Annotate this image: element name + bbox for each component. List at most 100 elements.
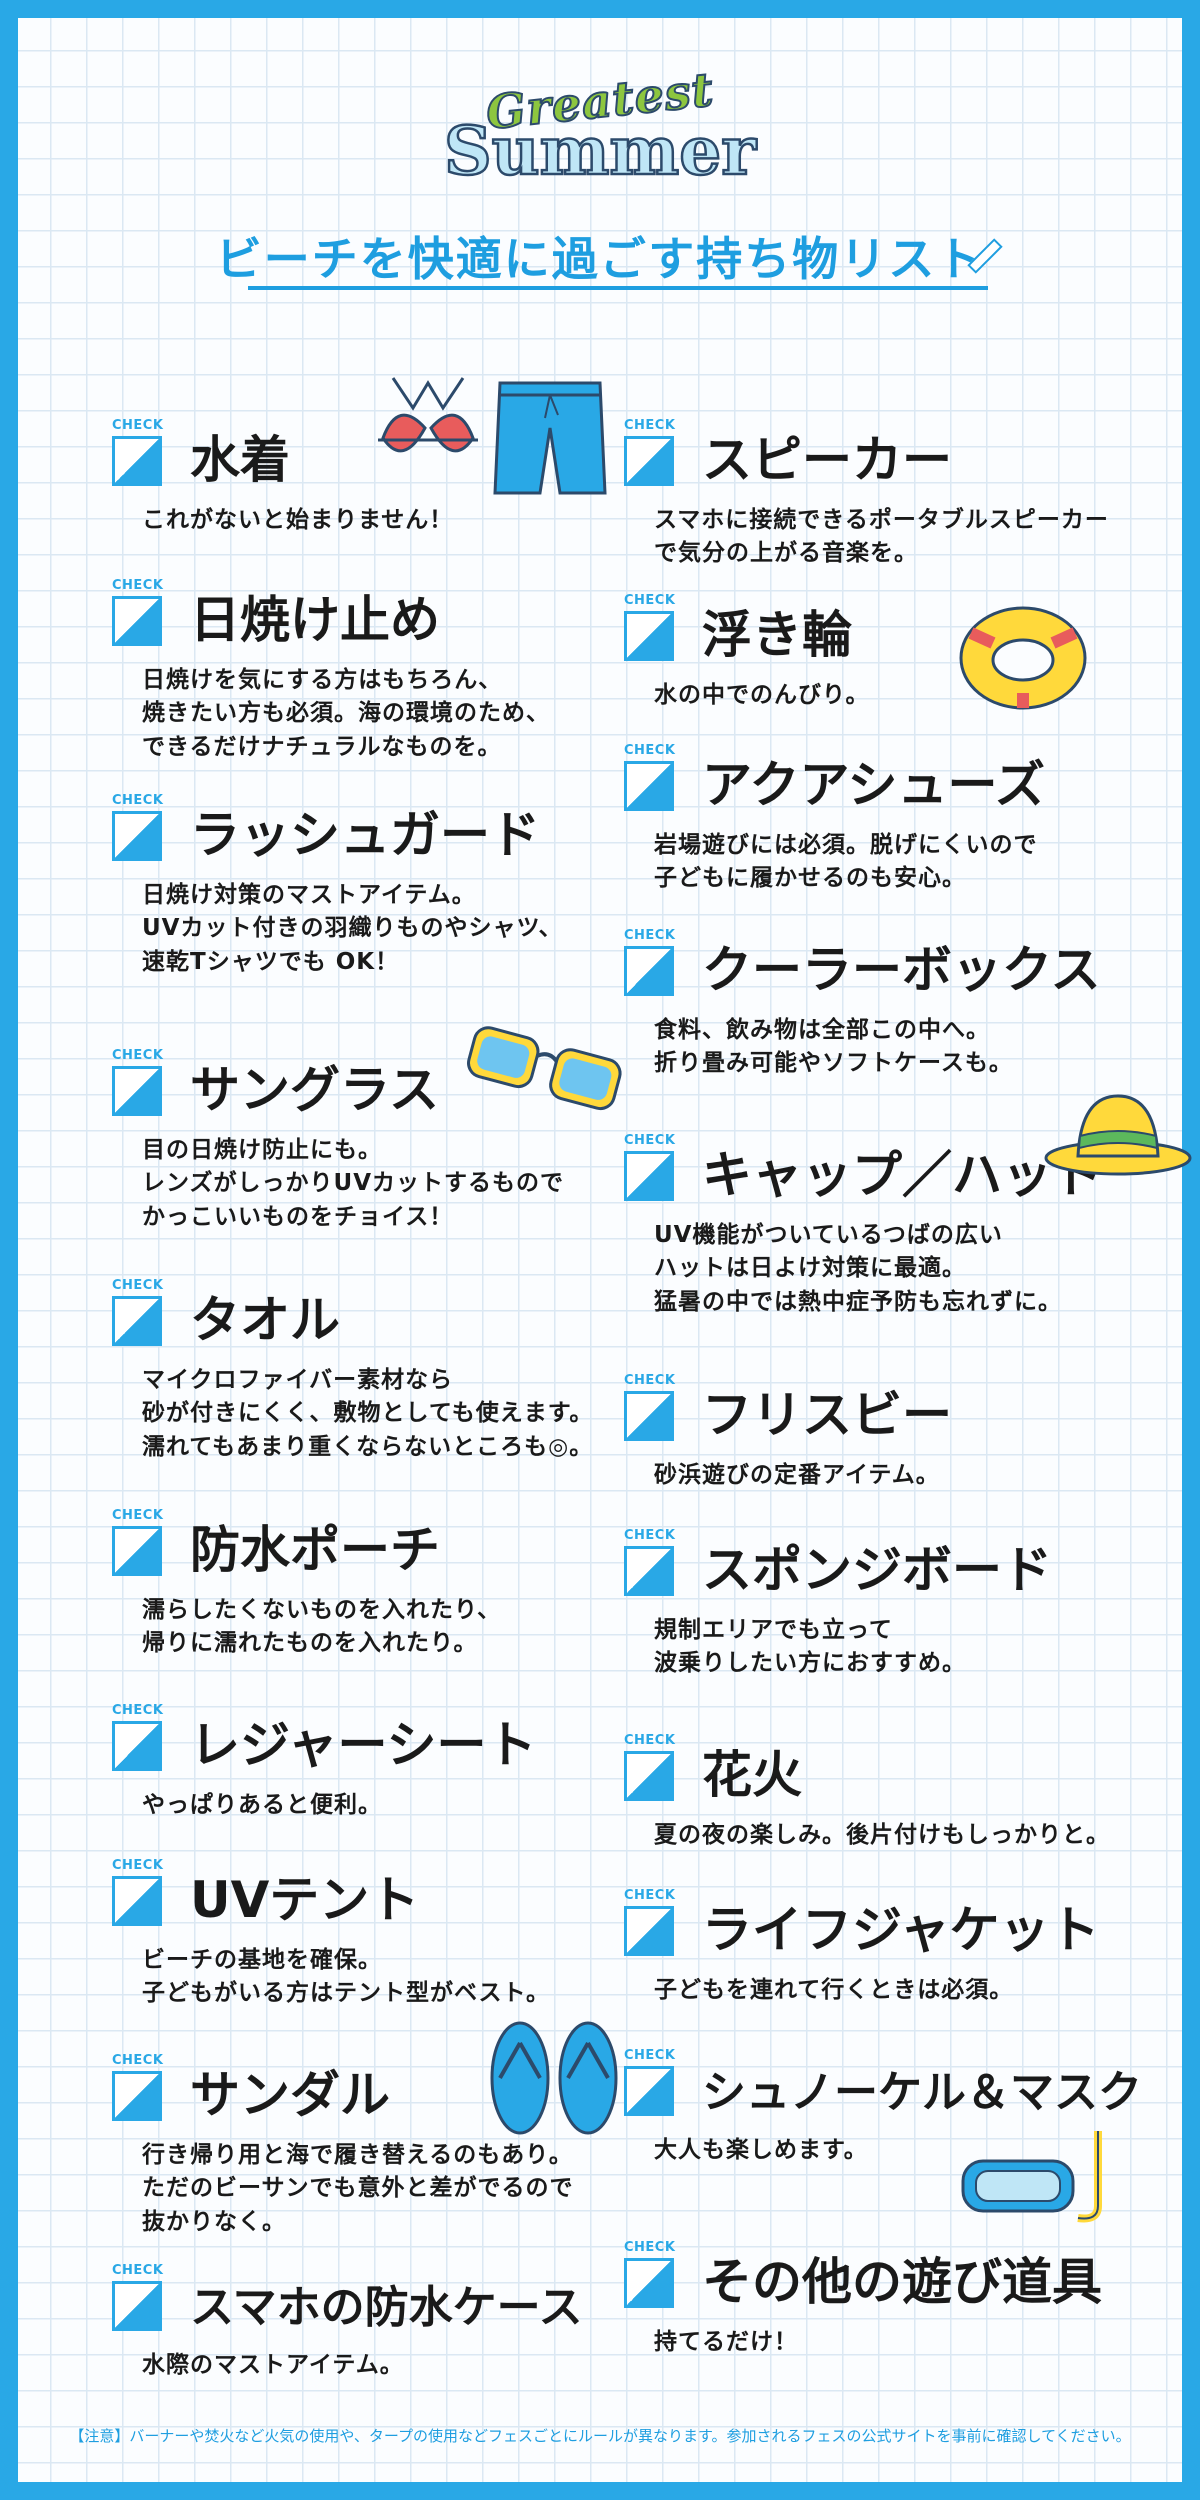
- greatest-summer-logo: Greatest Summer: [18, 61, 1182, 190]
- snorkel-mask-icon: [961, 2131, 1102, 2223]
- sunglasses-icon: [467, 1026, 622, 1111]
- checklist-item-leisure-sheet: CHECK レジャーシート やっぱりあると便利。: [112, 1703, 672, 1833]
- item-description: 日焼けを気にする方はもちろん、 焼きたい方も必須。海の環境のため、 できるだけナ…: [142, 667, 550, 760]
- check-label: CHECK: [624, 593, 676, 608]
- checkbox[interactable]: [112, 1526, 162, 1576]
- item-title: クーラーボックス: [702, 941, 1101, 999]
- check-label: CHECK: [624, 1528, 676, 1543]
- checkbox[interactable]: [112, 436, 162, 486]
- item-title: レジャーシート: [190, 1716, 537, 1774]
- item-description: 規制エリアでも立って 波乗りしたい方におすすめ。: [654, 1617, 966, 1677]
- item-description: 行き帰り用と海で履き替えるのもあり。 ただのビーサンでも意外と差がでるので 抜か…: [142, 2142, 574, 2235]
- checkbox[interactable]: [112, 1876, 162, 1926]
- check-label: CHECK: [112, 1278, 164, 1293]
- item-title: サンダル: [190, 2066, 390, 2124]
- checklist-item-waterproof-pouch: CHECK 防水ポーチ 濡らしたくないものを入れたり、 帰りに濡れたものを入れた…: [112, 1508, 672, 1668]
- item-description: これがないと始まりません！: [142, 507, 454, 533]
- check-label: CHECK: [624, 1373, 676, 1388]
- footer-notice: 【注意】バーナーや焚火など火気の使用や、タープの使用などフェスごとにルールが異な…: [69, 2427, 1131, 2445]
- item-description: 水の中でのんびり。: [654, 682, 870, 708]
- item-description: 日焼け対策のマストアイテム。 UVカット付きの羽織りものやシャツ、 速乾Tシャツ…: [142, 882, 563, 975]
- swim-shorts-icon: [493, 381, 607, 495]
- item-description: 大人も楽しめます。: [654, 2137, 868, 2163]
- checkbox[interactable]: [112, 1296, 162, 1346]
- checklist-item-snorkel-mask: CHECK シュノーケル＆マスク 大人も楽しめます。: [624, 2048, 1184, 2178]
- item-title: 防水ポーチ: [190, 1521, 440, 1579]
- check-label: CHECK: [624, 1888, 676, 1903]
- checklist-item-phone-waterproof-case: CHECK スマホの防水ケース 水際のマストアイテム。: [112, 2263, 672, 2393]
- checklist-item-swim-ring: CHECK 浮き輪 水の中でのんびり。: [624, 593, 1184, 723]
- item-title: 浮き輪: [702, 606, 852, 664]
- checklist-item-life-jacket: CHECK ライフジャケット 子どもを連れて行くときは必須。: [624, 1888, 1184, 2018]
- check-label: CHECK: [112, 1048, 164, 1063]
- item-title: 水着: [190, 431, 290, 489]
- checklist-item-aqua-shoes: CHECK アクアシューズ 岩場遊びには必須。脱げにくいので 子どもに履かせるの…: [624, 743, 1184, 913]
- item-description: 目の日焼け防止にも。 レンズがしっかりUVカットするもので かっこいいものをチョ…: [142, 1137, 565, 1230]
- item-title: タオル: [190, 1291, 340, 1349]
- checklist-item-speaker: CHECK スピーカー スマホに接続できるポータブルスピーカー で気分の上がる音…: [624, 418, 1184, 568]
- item-description: マイクロファイバー素材なら 砂が付きにくく、敷物としても使えます。 濡れてもあま…: [142, 1367, 594, 1460]
- checkbox[interactable]: [112, 811, 162, 861]
- checklist-item-sandals: CHECK サンダル 行き帰り用と海で履き替えるのもあり。 ただのビーサンでも意…: [112, 2053, 692, 2253]
- check-label: CHECK: [624, 928, 676, 943]
- item-description: ビーチの基地を確保。 子どもがいる方はテント型がベスト。: [142, 1947, 550, 2007]
- checkbox[interactable]: [624, 1751, 674, 1801]
- item-description: 砂浜遊びの定番アイテム。: [654, 1462, 940, 1488]
- item-description: 夏の夜の楽しみ。後片付けもしっかりと。: [654, 1822, 1110, 1848]
- item-title: シュノーケル＆マスク: [702, 2067, 1142, 2118]
- item-description: 持てるだけ！: [654, 2329, 798, 2355]
- checkbox[interactable]: [112, 2281, 162, 2331]
- item-title: UVテント: [190, 1871, 420, 1929]
- checkbox[interactable]: [112, 2071, 162, 2121]
- item-title: キャップ／ハット: [702, 1146, 1102, 1204]
- poster-frame: Greatest Summer ビーチを快適に過ごす持ち物リスト CHECK 水…: [18, 18, 1192, 2482]
- checklist-item-cooler-box: CHECK クーラーボックス 食料、飲み物は全部この中へ。 折り畳み可能やソフト…: [624, 928, 1184, 1098]
- checklist-item-frisbee: CHECK フリスビー 砂浜遊びの定番アイテム。: [624, 1373, 1184, 1503]
- item-title: スピーカー: [702, 431, 952, 489]
- checkbox[interactable]: [624, 436, 674, 486]
- flip-flops-icon: [490, 2021, 618, 2135]
- check-label: CHECK: [112, 418, 164, 433]
- checklist-item-fireworks: CHECK 花火 夏の夜の楽しみ。後片付けもしっかりと。: [624, 1733, 1184, 1863]
- item-description: 子どもを連れて行くときは必須。: [654, 1977, 1014, 2003]
- subtitle-underline: [248, 286, 988, 290]
- checkbox[interactable]: [624, 761, 674, 811]
- item-title: その他の遊び道具: [702, 2253, 1102, 2311]
- checkbox[interactable]: [624, 611, 674, 661]
- checkbox[interactable]: [624, 2066, 674, 2116]
- checkbox[interactable]: [624, 1546, 674, 1596]
- item-title: サングラス: [190, 1061, 439, 1119]
- checklist-item-rash-guard: CHECK ラッシュガード 日焼け対策のマストアイテム。 UVカット付きの羽織り…: [112, 793, 672, 983]
- checklist-item-sunglasses: CHECK サングラス 目の日焼け防止にも。 レンズがしっかりUVカットするもの…: [112, 1048, 672, 1248]
- item-title: アクアシューズ: [702, 756, 1045, 814]
- checkbox[interactable]: [624, 1391, 674, 1441]
- item-title: スポンジボード: [702, 1541, 1052, 1599]
- check-label: CHECK: [624, 418, 676, 433]
- checkbox[interactable]: [624, 1906, 674, 1956]
- checkbox[interactable]: [112, 1721, 162, 1771]
- check-label: CHECK: [112, 2263, 164, 2278]
- checkbox[interactable]: [112, 1066, 162, 1116]
- checklist-item-swimsuit: CHECK 水着 これがないと始まりません！: [112, 418, 632, 568]
- checkbox[interactable]: [624, 1151, 674, 1201]
- check-label: CHECK: [624, 2240, 676, 2255]
- check-label: CHECK: [112, 2053, 164, 2068]
- item-title: フリスビー: [702, 1386, 952, 1444]
- check-label: CHECK: [112, 1858, 164, 1873]
- checkbox[interactable]: [624, 946, 674, 996]
- item-title: スマホの防水ケース: [190, 2282, 583, 2333]
- check-label: CHECK: [112, 1508, 164, 1523]
- item-description: スマホに接続できるポータブルスピーカー で気分の上がる音楽を。: [654, 507, 1109, 567]
- item-description: 岩場遊びには必須。脱げにくいので 子どもに履かせるのも安心。: [654, 832, 1038, 892]
- checklist-item-other-toys: CHECK その他の遊び道具 持てるだけ！: [624, 2240, 1184, 2380]
- straw-hat-icon: [1044, 1094, 1192, 1176]
- check-label: CHECK: [112, 578, 164, 593]
- check-label: CHECK: [112, 1703, 164, 1718]
- item-title: ライフジャケット: [702, 1901, 1100, 1959]
- checkbox[interactable]: [112, 596, 162, 646]
- checklist-item-cap-hat: CHECK キャップ／ハット UV機能がついているつばの広い ハットは日よけ対策…: [624, 1133, 1184, 1333]
- checkbox[interactable]: [624, 2258, 674, 2308]
- check-label: CHECK: [624, 2048, 676, 2063]
- logo-line-2: Summer: [443, 112, 758, 190]
- check-label: CHECK: [112, 793, 164, 808]
